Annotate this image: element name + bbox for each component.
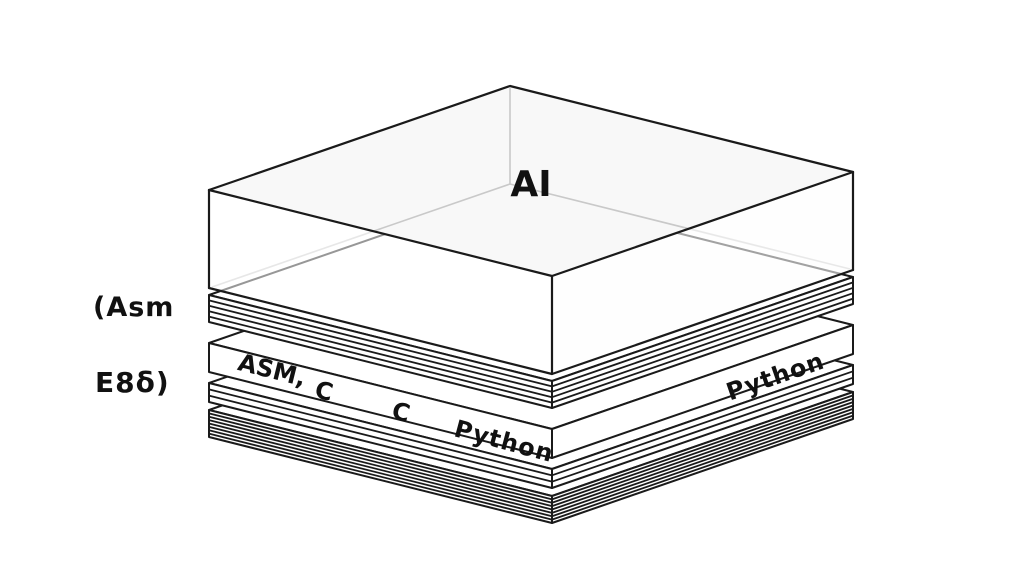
- layer-line: [551, 404, 854, 511]
- ai-box: [207, 84, 855, 376]
- ai-box-front-left-face: [209, 190, 552, 374]
- slab-label-c1: C: [312, 376, 336, 407]
- layer-line: [208, 415, 553, 504]
- ai-box-top-face: [209, 86, 853, 276]
- layer-line: [208, 425, 553, 514]
- layer-line: [208, 429, 553, 518]
- stack-front-right-face: [551, 276, 854, 409]
- ai-box-front-right-face: [552, 172, 853, 374]
- box-back-top-edges: [207, 84, 855, 192]
- layer-line: [208, 299, 553, 388]
- layer-line: [551, 401, 854, 508]
- layer-line: [208, 388, 553, 477]
- layer-line: [208, 304, 553, 393]
- layer-line: [551, 397, 854, 504]
- layer-line: [208, 422, 553, 511]
- layer-line: [551, 376, 854, 483]
- layer-line: [208, 412, 553, 501]
- stack-front-right-face: [551, 324, 854, 459]
- layer-line: [551, 281, 854, 388]
- legend-line-2: E8δ): [95, 366, 170, 399]
- box-bottom-edges: [207, 268, 855, 376]
- layer-line: [551, 292, 854, 399]
- slab-label-c2: C: [389, 397, 413, 428]
- layer-line: [551, 407, 854, 514]
- layer-line: [551, 297, 854, 404]
- legend-line-1: (Asm: [93, 292, 174, 323]
- layer-line: [208, 315, 553, 404]
- layer-line: [208, 394, 553, 483]
- layer-line: [551, 411, 854, 518]
- layer-line: [208, 432, 553, 521]
- layer-line: [551, 394, 854, 501]
- layer-line: [551, 286, 854, 393]
- ai-label: AI: [510, 164, 551, 205]
- layer-line: [208, 419, 553, 508]
- ai-box-outline: [207, 84, 855, 376]
- layer-line: [208, 310, 553, 399]
- layer-line: [551, 370, 854, 477]
- layer-line: [551, 414, 854, 521]
